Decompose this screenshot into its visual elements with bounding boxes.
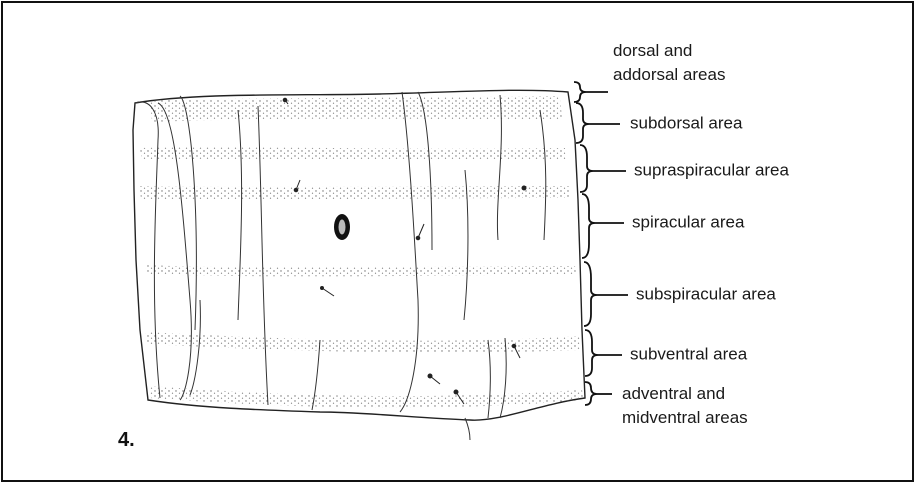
label-subdorsal: subdorsal area <box>630 113 743 132</box>
label-subspiracular: subspiracular area <box>636 284 776 303</box>
area-brackets <box>574 82 598 405</box>
label-dorsal-line2: addorsal areas <box>613 65 725 84</box>
fold-lines <box>135 92 546 440</box>
label-spiracular: spiracular area <box>632 212 745 231</box>
spiracle-icon <box>334 214 350 240</box>
figure-number: 4. <box>118 429 135 451</box>
segment-outline <box>133 90 585 420</box>
label-supraspiracular: supraspiracular area <box>634 160 790 179</box>
label-dorsal-line1: dorsal and <box>613 41 692 60</box>
label-adventral-line2: midventral areas <box>622 408 748 427</box>
stipple-bands <box>140 96 583 408</box>
label-subventral: subventral area <box>630 344 748 363</box>
label-adventral-line1: adventral and <box>622 384 725 403</box>
